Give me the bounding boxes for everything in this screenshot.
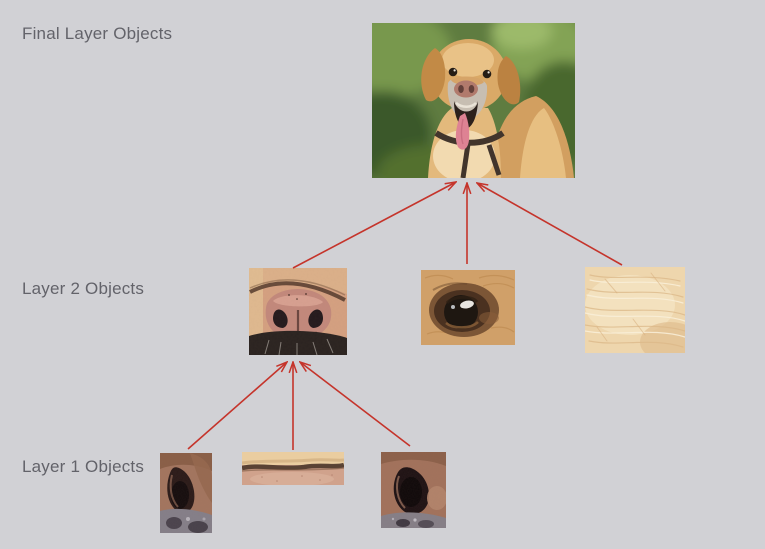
nostril-left-photo-graphic bbox=[160, 453, 212, 533]
nose-ridge-photo-graphic bbox=[242, 452, 344, 485]
nose-ridge-image bbox=[242, 452, 344, 485]
nose-image bbox=[249, 268, 347, 355]
final-layer-label: Final Layer Objects bbox=[22, 24, 173, 43]
nostril-right-photo-graphic bbox=[381, 452, 446, 528]
layer2-label: Layer 2 Objects bbox=[22, 279, 145, 298]
arrow-nose-to-dog bbox=[292, 182, 456, 269]
fur-photo-graphic bbox=[585, 267, 685, 353]
arrow-nostril-left-to-nose bbox=[187, 362, 287, 450]
layer1-label: Layer 1 Objects bbox=[22, 457, 145, 476]
nostril-left-image bbox=[160, 453, 212, 533]
nostril-right-image bbox=[381, 452, 446, 528]
dog-photo-graphic bbox=[372, 23, 575, 178]
fur-image bbox=[585, 267, 685, 353]
nose-photo-graphic bbox=[249, 268, 347, 355]
dog-image bbox=[372, 23, 575, 178]
arrow-fur-to-dog bbox=[477, 183, 623, 266]
arrow-nostril-right-to-nose bbox=[300, 362, 411, 447]
eye-photo-graphic bbox=[421, 270, 515, 345]
eye-image bbox=[421, 270, 515, 345]
